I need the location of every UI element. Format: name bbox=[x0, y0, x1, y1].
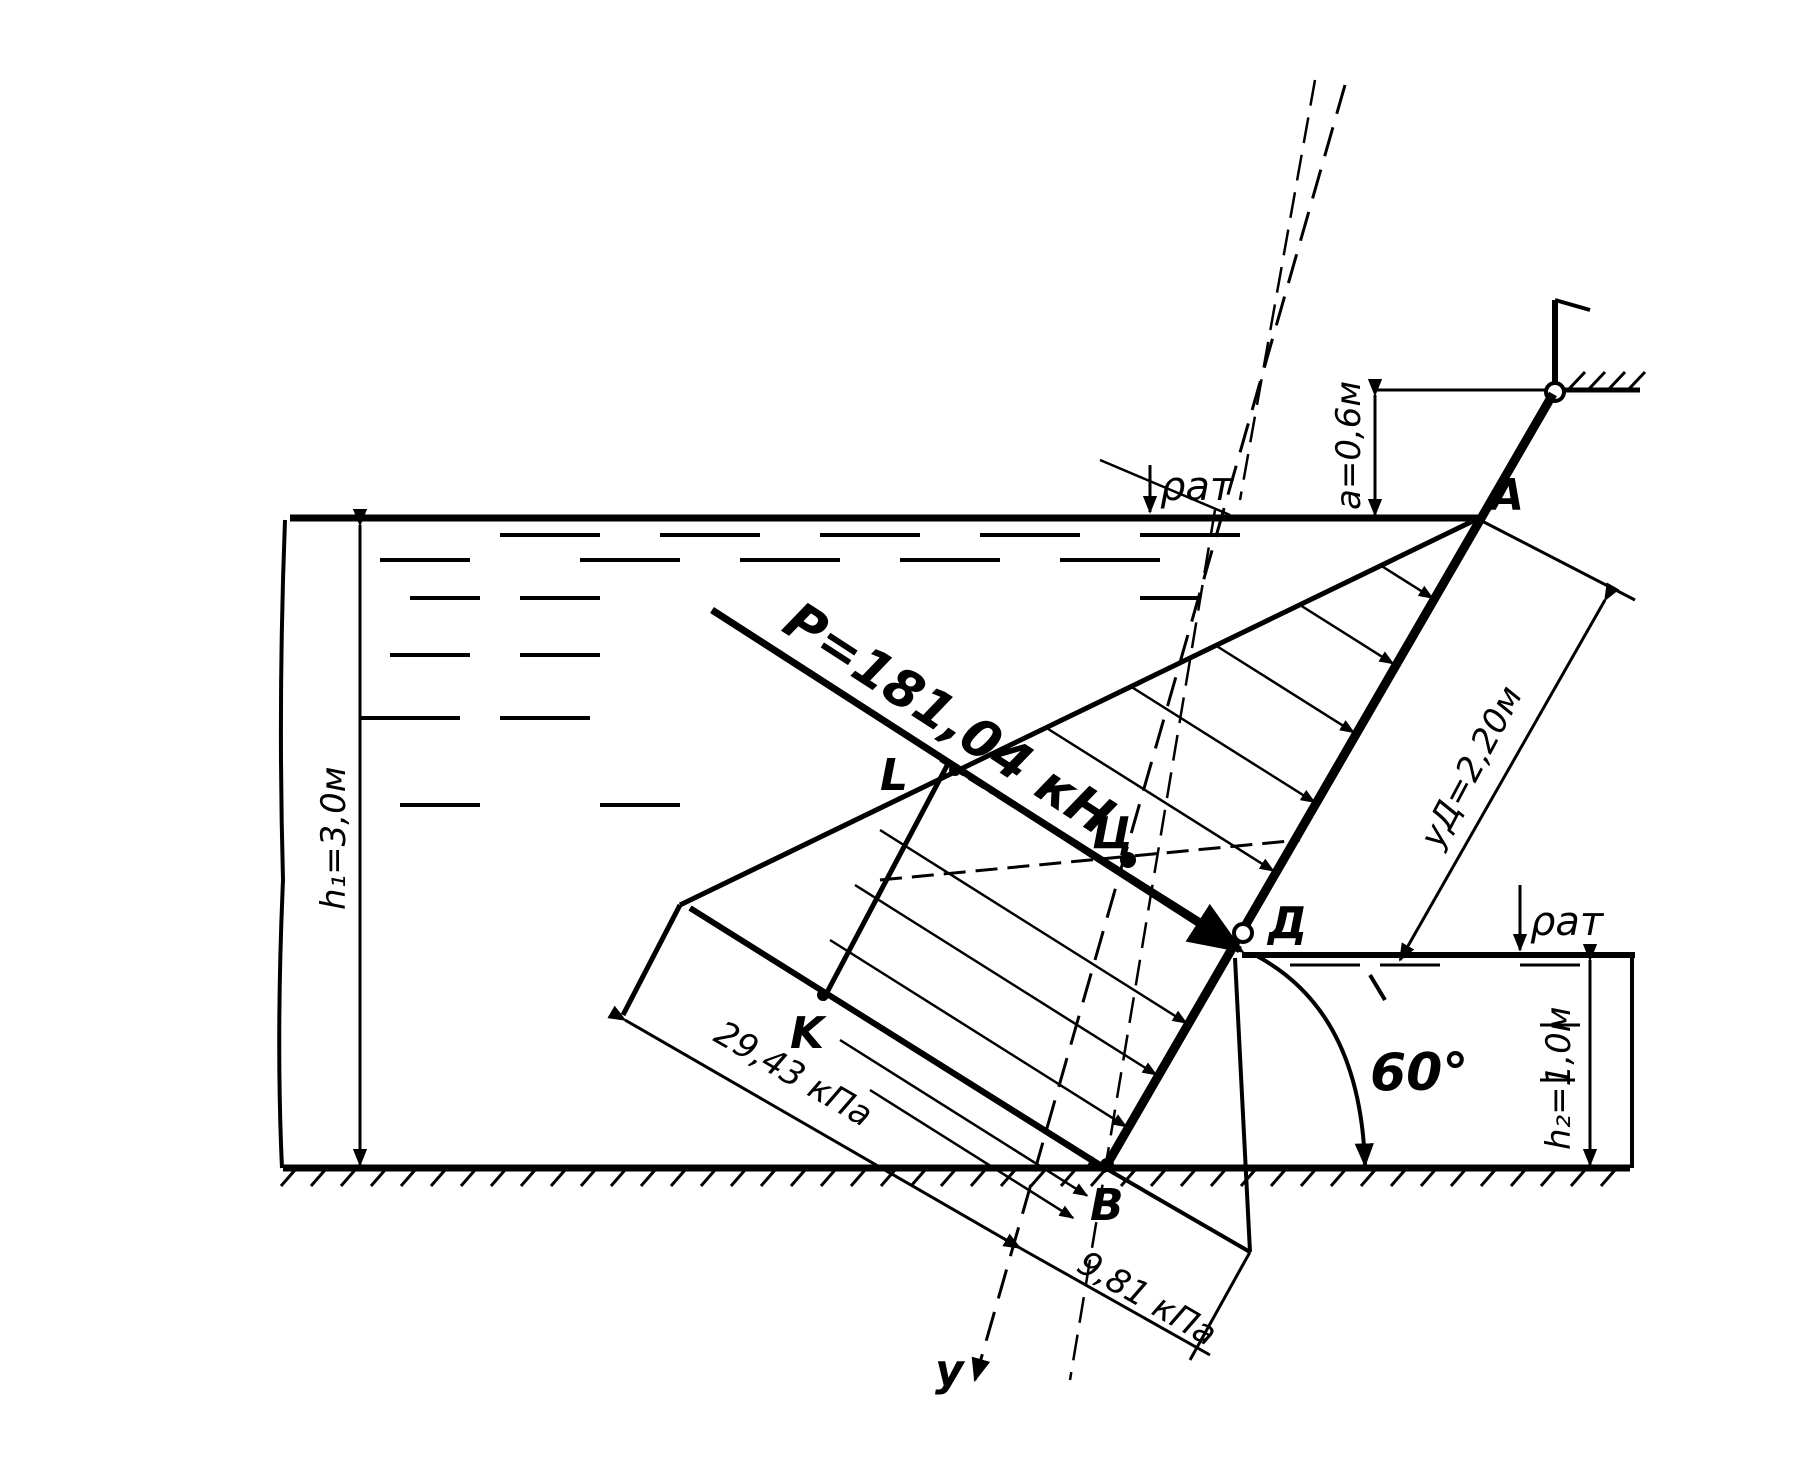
bottom-hatch-stroke bbox=[519, 1169, 537, 1187]
bottom-hatch-stroke bbox=[309, 1169, 327, 1187]
pressure-hatch-arrow bbox=[869, 1088, 1075, 1219]
angle-arc bbox=[1254, 953, 1374, 1168]
label-p-right: 9,81 кПа bbox=[1071, 1243, 1224, 1354]
hinge-support bbox=[1544, 298, 1647, 403]
bottom-hatch-stroke bbox=[1179, 1169, 1197, 1187]
bottom-hatch-stroke bbox=[369, 1169, 387, 1187]
bottom-hatch-stroke bbox=[549, 1169, 567, 1187]
bottom-hatch-stroke bbox=[1509, 1169, 1527, 1187]
point-markers bbox=[817, 764, 1254, 1172]
bottom-hatch-stroke bbox=[1479, 1169, 1497, 1187]
label-a: a=0,6м bbox=[1329, 381, 1369, 510]
point-d-marker bbox=[1232, 922, 1254, 944]
water-dashes bbox=[360, 533, 1240, 807]
bottom-hatch-stroke bbox=[729, 1169, 747, 1187]
bottom-hatch-stroke bbox=[669, 1169, 687, 1187]
bottom-hatch-stroke bbox=[1329, 1169, 1347, 1187]
bottom-hatch-stroke bbox=[1419, 1169, 1437, 1187]
bottom-hatch-stroke bbox=[1059, 1169, 1077, 1187]
label-h1: h₁=3,0м bbox=[314, 767, 354, 910]
bottom-hatch-stroke bbox=[909, 1169, 927, 1187]
label-patm-left: ρат bbox=[1160, 464, 1235, 510]
bottom-hatch-stroke bbox=[489, 1169, 507, 1187]
bottom-hatch-stroke bbox=[639, 1169, 657, 1187]
bottom-hatch-stroke bbox=[1569, 1169, 1587, 1187]
yd-dimension-ext-top bbox=[1479, 518, 1636, 602]
bottom-hatch-stroke bbox=[399, 1169, 417, 1187]
left-tank-wall bbox=[277, 519, 287, 1169]
bottom-hatch-stroke bbox=[339, 1169, 357, 1187]
bottom-hatching bbox=[279, 1169, 1617, 1187]
pressure-hatch-arrow bbox=[879, 828, 1188, 1025]
pressure-hatch-arrow bbox=[1299, 603, 1395, 665]
label-point-b: B bbox=[1090, 1180, 1124, 1231]
bottom-hatch-stroke bbox=[1149, 1169, 1167, 1187]
pressure-hatch-arrow bbox=[1129, 684, 1316, 804]
bottom-hatch-stroke bbox=[1299, 1169, 1317, 1187]
bottom-hatch-stroke bbox=[1449, 1169, 1467, 1187]
bottom-hatch-stroke bbox=[1029, 1169, 1047, 1187]
force-line bbox=[710, 607, 1245, 954]
bottom-hatch-stroke bbox=[1119, 1169, 1137, 1187]
p-bottom-dimension bbox=[607, 1005, 1022, 1250]
label-point-c: Ц bbox=[1092, 808, 1133, 859]
point-l-marker bbox=[949, 764, 961, 776]
bottom-hatch-stroke bbox=[699, 1169, 717, 1187]
yd-dimension bbox=[1398, 582, 1620, 962]
centroid-dashed-line bbox=[879, 838, 1301, 882]
bottom-hatch-stroke bbox=[459, 1169, 477, 1187]
label-force-p: P=181,04 кН bbox=[773, 591, 1124, 848]
label-patm-right: ρат bbox=[1530, 899, 1605, 945]
label-point-d: Д bbox=[1266, 898, 1307, 949]
bottom-hatch-stroke bbox=[819, 1169, 837, 1187]
pressure-hatch-arrow bbox=[1214, 643, 1356, 734]
y-axis-line bbox=[971, 84, 1347, 1383]
bottom-hatch-stroke bbox=[1359, 1169, 1377, 1187]
bottom-hatch-stroke bbox=[609, 1169, 627, 1187]
label-point-l: L bbox=[880, 750, 908, 801]
point-k-marker bbox=[817, 989, 829, 1001]
dimension-lines bbox=[352, 378, 1636, 1361]
pressure-diagram-downstream bbox=[1103, 957, 1252, 1254]
pressure-hatch-arrow bbox=[1379, 563, 1434, 600]
label-point-a: A bbox=[1487, 470, 1524, 521]
bottom-hatch-stroke bbox=[1209, 1169, 1227, 1187]
label-y-axis: y bbox=[935, 1345, 966, 1396]
bottom-hatch-stroke bbox=[1269, 1169, 1287, 1187]
bottom-hatch-stroke bbox=[939, 1169, 957, 1187]
pressure-hatch-arrow bbox=[854, 883, 1158, 1076]
label-angle: 60° bbox=[1370, 1043, 1468, 1103]
point-c-marker bbox=[1120, 852, 1136, 868]
downstream-water-dashes bbox=[1290, 963, 1580, 1082]
bottom-hatch-stroke bbox=[429, 1169, 447, 1187]
bottom-hatch-stroke bbox=[1599, 1169, 1617, 1187]
bottom-hatch-stroke bbox=[849, 1169, 867, 1187]
bottom-hatch-stroke bbox=[1539, 1169, 1557, 1187]
centroid-line bbox=[939, 758, 1233, 947]
bottom-hatch-stroke bbox=[789, 1169, 807, 1187]
point-b-marker bbox=[1100, 1158, 1114, 1172]
label-h2: h₂=1,0м bbox=[1539, 1007, 1579, 1150]
bottom-hatch-stroke bbox=[279, 1169, 297, 1187]
label-yd: yД=2,20м bbox=[1412, 680, 1531, 856]
bottom-hatch-stroke bbox=[1089, 1169, 1107, 1187]
bottom-hatch-stroke bbox=[969, 1169, 987, 1187]
bottom-hatch-stroke bbox=[579, 1169, 597, 1187]
bottom-hatch-stroke bbox=[1389, 1169, 1407, 1187]
construction-dashes bbox=[1068, 79, 1317, 1381]
gate-ab bbox=[1101, 391, 1557, 1171]
bottom-hatch-stroke bbox=[759, 1169, 777, 1187]
label-point-k: K bbox=[790, 1008, 827, 1059]
